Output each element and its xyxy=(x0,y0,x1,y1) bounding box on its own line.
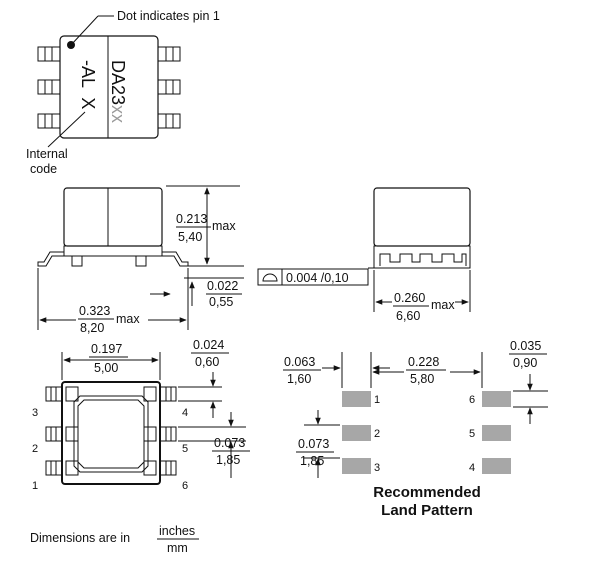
width-inches: 0.260 xyxy=(394,291,425,305)
coplanarity-frame xyxy=(257,268,369,286)
land-number-5: 5 xyxy=(469,428,475,440)
length-mm: 8,20 xyxy=(80,321,104,335)
body-width-mm: 5,00 xyxy=(94,361,118,375)
pin-number-3: 3 xyxy=(32,407,38,419)
lead-left-1 xyxy=(37,46,61,62)
side-lead-left xyxy=(37,246,65,267)
pin-number-4: 4 xyxy=(182,407,188,419)
profile-tolerance-icon xyxy=(262,273,278,282)
standoff-inches: 0.022 xyxy=(207,279,238,293)
marking-line2: -AL X xyxy=(78,60,98,109)
width-mm: 6,60 xyxy=(396,309,420,323)
end-view: 0.004 /0,10 0.260 max 6,60 xyxy=(257,187,471,323)
land-pad-2 xyxy=(342,425,371,441)
pin-number-1: 1 xyxy=(32,480,38,492)
length-inches: 0.323 xyxy=(79,304,110,318)
lead-width-inches: 0.024 xyxy=(193,338,224,352)
land-number-6: 6 xyxy=(469,394,475,406)
side-view: 0.213 max 5,40 0.022 0,55 0.323 max 8,20 xyxy=(37,185,244,335)
land-number-3: 3 xyxy=(374,462,380,474)
internal-code-label-2: code xyxy=(30,162,57,176)
height-inches: 0.213 xyxy=(176,212,207,226)
side-view-body xyxy=(63,187,163,247)
bottom-lead-1 xyxy=(45,460,63,476)
land-number-2: 2 xyxy=(374,428,380,440)
pin-number-5: 5 xyxy=(182,443,188,455)
bottom-lead-4 xyxy=(159,386,177,402)
lead-right-1 xyxy=(157,46,181,62)
units-note: Dimensions are in inches mm xyxy=(30,524,199,555)
pin1-callout: Dot indicates pin 1 xyxy=(117,9,220,23)
lead-left-3 xyxy=(37,113,61,129)
height-mm: 5,40 xyxy=(178,230,202,244)
land-span-inches: 0.228 xyxy=(408,355,439,369)
units-prefix: Dimensions are in xyxy=(30,531,130,545)
land-height-inches: 0.035 xyxy=(510,339,541,353)
land-pad-1 xyxy=(342,391,371,407)
pitch-mm: 1,85 xyxy=(216,453,240,467)
end-view-body xyxy=(373,187,471,247)
pitch-inches: 0.073 xyxy=(214,436,245,450)
land-number-4: 4 xyxy=(469,462,475,474)
land-width-inches: 0.063 xyxy=(284,355,315,369)
units-mm: mm xyxy=(167,541,188,555)
lead-right-2 xyxy=(157,79,181,95)
coplanarity-value: 0.004 /0,10 xyxy=(286,271,349,285)
units-inches: inches xyxy=(159,524,195,538)
end-view-leads xyxy=(379,253,467,266)
pin-number-2: 2 xyxy=(32,443,38,455)
length-suffix: max xyxy=(116,312,140,326)
land-pitch-mm: 1,85 xyxy=(300,454,324,468)
side-lead-right xyxy=(161,246,189,267)
lead-width-mm: 0,60 xyxy=(195,355,219,369)
standoff-mm: 0,55 xyxy=(209,295,233,309)
bottom-lead-6 xyxy=(159,460,177,476)
body-width-inches: 0.197 xyxy=(91,342,122,356)
top-view: DA23xx -AL X Dot indicates pin 1 Interna… xyxy=(26,9,220,176)
land-pad-5 xyxy=(482,425,511,441)
bottom-lead-3 xyxy=(45,386,63,402)
land-number-1: 1 xyxy=(374,394,380,406)
pin-number-6: 6 xyxy=(182,480,188,492)
bottom-view: 3 2 1 4 5 6 0.197 5,00 0.024 0,60 0.073 … xyxy=(32,338,250,492)
marking-line1: DA23xx xyxy=(108,60,128,123)
lead-left-2 xyxy=(37,79,61,95)
land-pattern: 1 2 3 6 5 4 0.063 1,60 0.228 5,80 0.035 … xyxy=(283,339,548,519)
bottom-lead-2 xyxy=(45,426,63,442)
land-pad-6 xyxy=(482,391,511,407)
land-height-mm: 0,90 xyxy=(513,356,537,370)
land-pattern-title-2: Land Pattern xyxy=(381,502,473,519)
bottom-lead-5 xyxy=(159,426,177,442)
land-pad-3 xyxy=(342,458,371,474)
land-span-mm: 5,80 xyxy=(410,372,434,386)
land-pitch-inches: 0.073 xyxy=(298,437,329,451)
lead-right-3 xyxy=(157,113,181,129)
height-suffix: max xyxy=(212,219,236,233)
width-suffix: max xyxy=(431,298,455,312)
land-width-mm: 1,60 xyxy=(287,372,311,386)
land-pattern-title-1: Recommended xyxy=(373,484,481,501)
internal-code-label-1: Internal xyxy=(26,147,68,161)
land-pad-4 xyxy=(482,458,511,474)
